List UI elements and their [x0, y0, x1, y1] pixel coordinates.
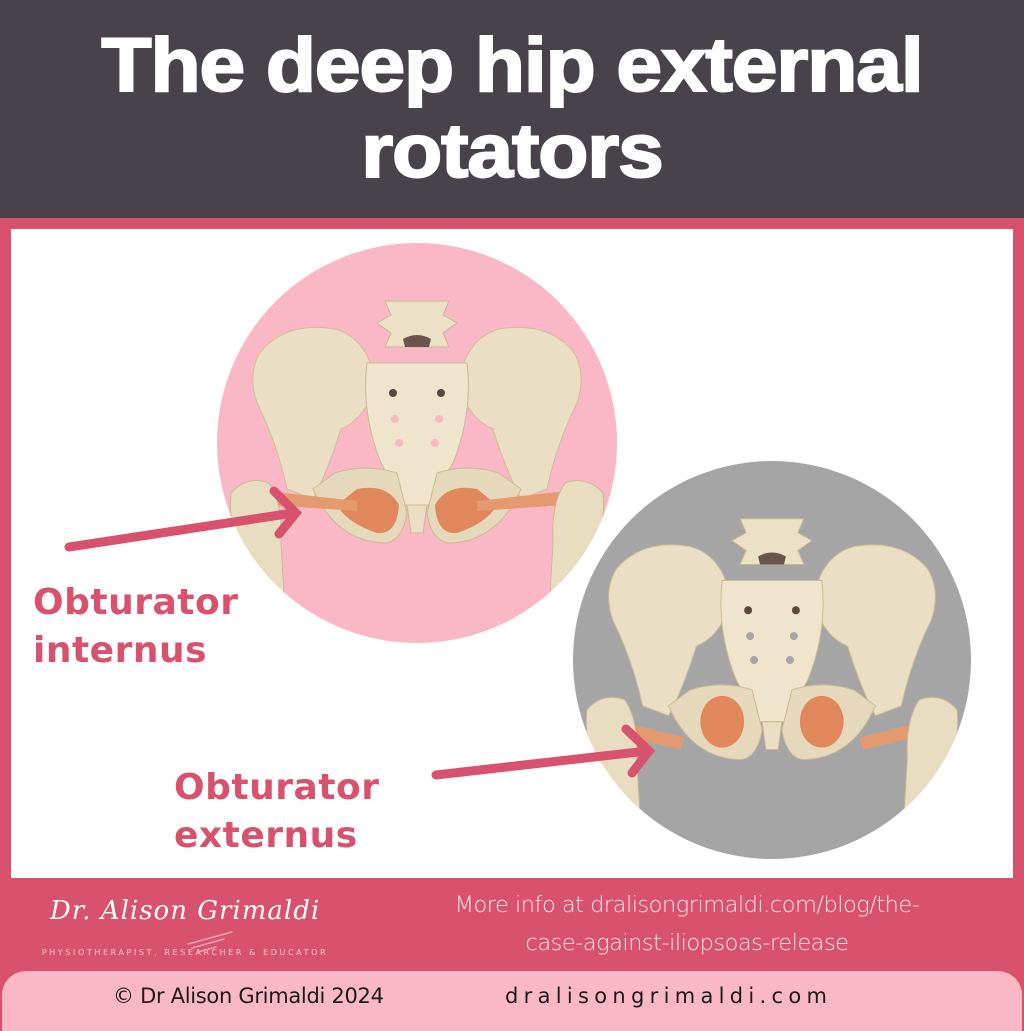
- pelvis-illustration-externus: [573, 461, 971, 859]
- swoosh-icon: [187, 931, 233, 953]
- copyright-text: © Dr Alison Grimaldi 2024: [113, 984, 384, 1008]
- label-obturator-externus: Obturator externus: [174, 767, 380, 856]
- copyright-bar: [2, 971, 1022, 1031]
- title-banner: The deep hip external rotators: [0, 0, 1024, 218]
- label-obturator-internus: Obturator internus: [33, 582, 239, 671]
- illustration-panel: Obturator internus Obturator externus: [11, 229, 1013, 878]
- logo-tagline: PHYSIOTHERAPIST, RESEARCHER & EDUCATOR: [41, 948, 329, 957]
- more-info-link[interactable]: More info at dralisongrimaldi.com/blog/t…: [454, 892, 920, 956]
- website-link[interactable]: dralisongrimaldi.com: [505, 984, 833, 1008]
- arrow-icon: [64, 486, 656, 780]
- logo-signature: Dr. Alison Grimaldi: [49, 896, 321, 926]
- page-title: The deep hip external rotators: [100, 22, 924, 195]
- brand-logo: Dr. Alison Grimaldi PHYSIOTHERAPIST, RES…: [40, 888, 330, 968]
